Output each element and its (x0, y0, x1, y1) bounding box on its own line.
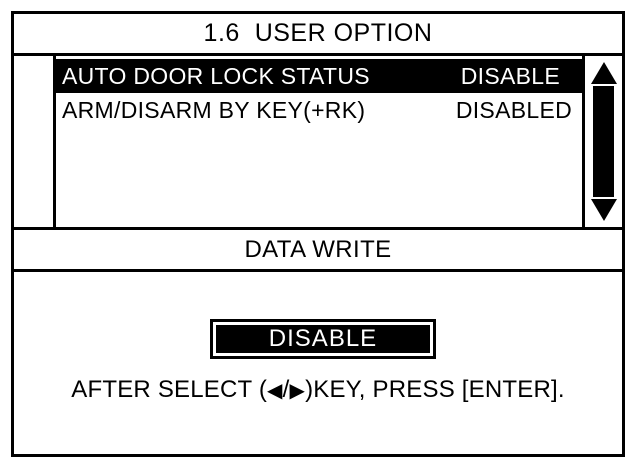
option-rows: AUTO DOOR LOCK STATUS DISABLE ARM/DISARM… (56, 56, 582, 227)
list-item[interactable]: ARM/DISARM BY KEY(+RK) DISABLED (56, 93, 582, 127)
instruction-text: AFTER SELECT (◀/▶)KEY, PRESS [ENTER]. (14, 376, 622, 404)
list-left-gutter (14, 56, 56, 227)
list-item-value: DISABLE (460, 62, 560, 89)
option-list-panel: AUTO DOOR LOCK STATUS DISABLE ARM/DISARM… (14, 56, 622, 230)
right-arrow-icon: ▶ (289, 380, 306, 402)
list-item-label: ARM/DISARM BY KEY(+RK) (62, 96, 366, 123)
device-screen: 1.6 USER OPTION AUTO DOOR LOCK STATUS DI… (11, 11, 625, 457)
triangle-down-icon[interactable] (590, 199, 617, 221)
left-arrow-icon: ◀ (267, 380, 283, 402)
hint-separator: / (282, 376, 290, 403)
list-item-value: DISABLED (455, 96, 572, 123)
hint-prefix: AFTER SELECT ( (71, 376, 268, 403)
title-bar: 1.6 USER OPTION (14, 14, 622, 56)
scrollbar-thumb[interactable] (593, 86, 614, 197)
selected-value-button[interactable]: DISABLE (210, 319, 436, 359)
list-item-label: AUTO DOOR LOCK STATUS (62, 62, 370, 89)
triangle-up-icon[interactable] (590, 62, 617, 84)
data-write-label: DATA WRITE (244, 235, 392, 263)
action-panel: DISABLE AFTER SELECT (◀/▶)KEY, PRESS [EN… (14, 272, 622, 454)
list-scrollbar[interactable] (582, 56, 622, 227)
hint-suffix: )KEY, PRESS [ENTER]. (305, 376, 565, 403)
data-write-band: DATA WRITE (14, 230, 622, 272)
selected-value-label: DISABLE (216, 325, 430, 353)
page-title: 1.6 USER OPTION (203, 19, 433, 47)
list-item[interactable]: AUTO DOOR LOCK STATUS DISABLE (56, 59, 582, 93)
